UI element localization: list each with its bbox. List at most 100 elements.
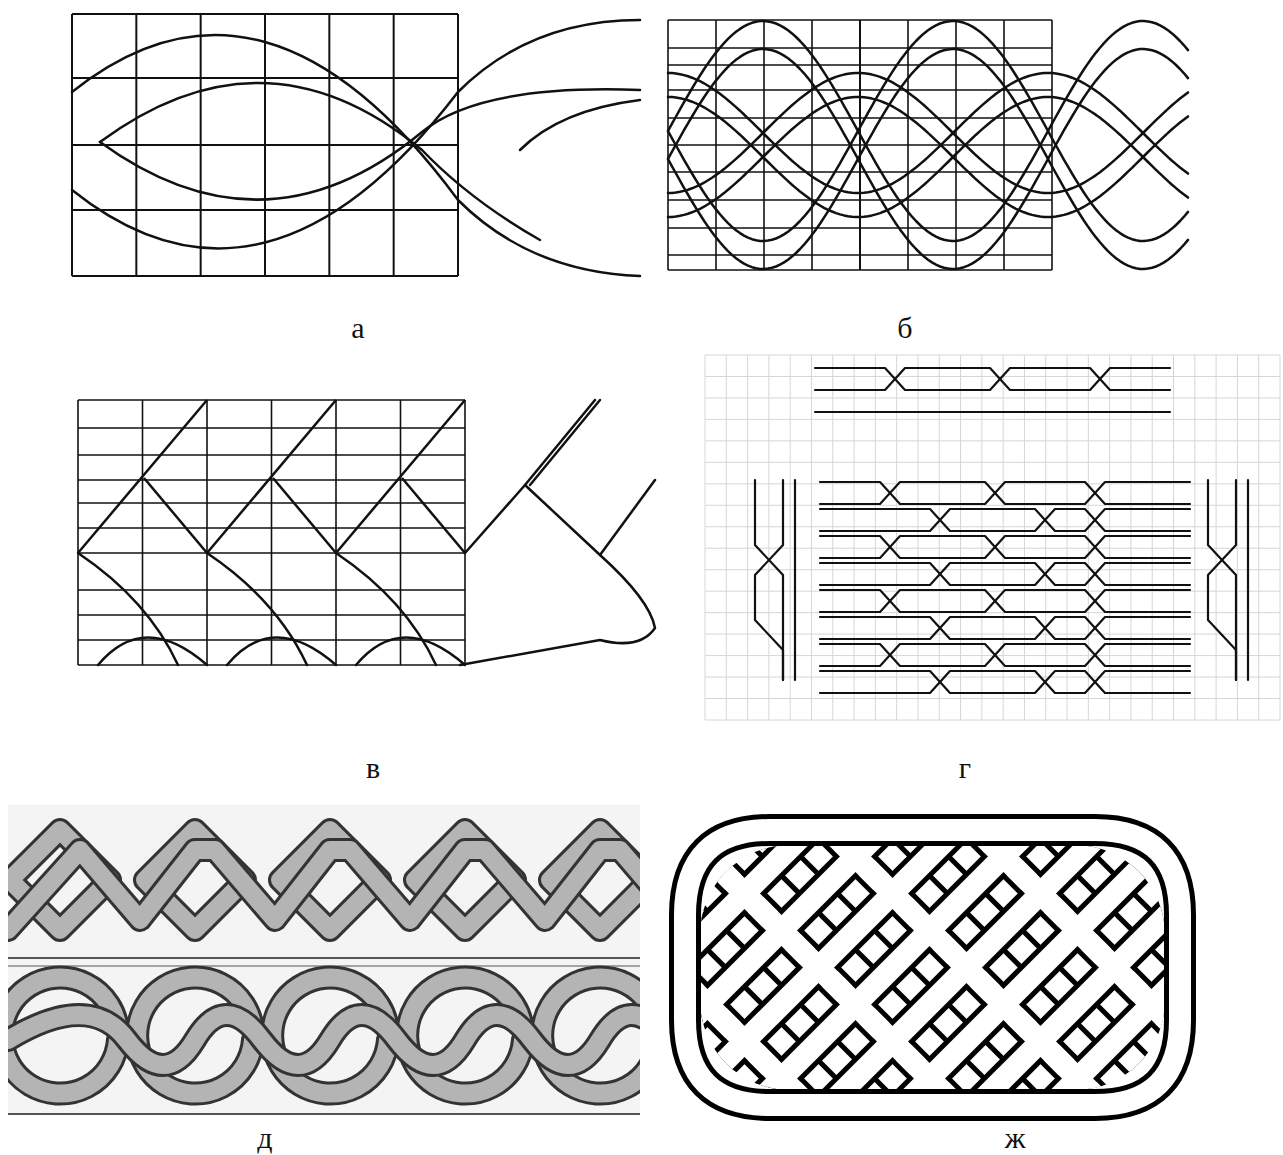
line bbox=[78, 479, 465, 481]
panel-letter: д bbox=[257, 1123, 272, 1153]
line bbox=[336, 400, 465, 553]
curve bbox=[820, 617, 1190, 639]
line bbox=[78, 527, 465, 529]
line bbox=[705, 440, 1280, 441]
line bbox=[335, 400, 337, 665]
curve bbox=[530, 400, 600, 485]
curve bbox=[72, 35, 640, 276]
line bbox=[1194, 355, 1195, 720]
line bbox=[705, 355, 706, 720]
curve bbox=[78, 553, 178, 665]
curve bbox=[820, 482, 1190, 504]
curve bbox=[820, 482, 1190, 504]
line bbox=[705, 612, 1280, 613]
curve bbox=[207, 553, 307, 665]
curve bbox=[336, 553, 436, 665]
curve bbox=[794, 480, 796, 680]
curve bbox=[700, 845, 971, 1090]
curve bbox=[100, 89, 640, 199]
band-strokes bbox=[8, 830, 640, 1094]
line bbox=[705, 462, 1280, 463]
line bbox=[705, 634, 1280, 635]
line bbox=[78, 614, 465, 616]
curve bbox=[685, 830, 1180, 1105]
curve bbox=[600, 480, 655, 555]
curve bbox=[820, 644, 1190, 666]
curve bbox=[465, 400, 595, 553]
line bbox=[705, 397, 1280, 398]
chevron-grid-v bbox=[78, 400, 655, 665]
curve bbox=[520, 100, 640, 150]
curve bbox=[844, 845, 1104, 1090]
line bbox=[896, 355, 897, 720]
line bbox=[8, 1113, 640, 1115]
curve bbox=[668, 49, 1188, 269]
curve bbox=[755, 480, 783, 680]
curve bbox=[356, 638, 465, 666]
carved-bands-d bbox=[2, 805, 735, 1115]
line bbox=[78, 664, 465, 666]
curve bbox=[8, 850, 640, 930]
line bbox=[77, 400, 79, 665]
panel-letter: в bbox=[366, 753, 380, 783]
curve bbox=[8, 1015, 640, 1065]
line bbox=[72, 77, 458, 79]
braid-grid-b bbox=[668, 20, 1188, 270]
line bbox=[705, 569, 1280, 570]
curve bbox=[700, 845, 956, 1090]
line bbox=[72, 275, 458, 277]
line bbox=[78, 552, 465, 554]
line bbox=[271, 400, 273, 665]
line bbox=[78, 399, 465, 401]
curve bbox=[820, 563, 1190, 585]
graph-paper-g bbox=[705, 355, 1280, 720]
panel-letter: ж bbox=[1005, 1123, 1026, 1153]
curve bbox=[820, 644, 1190, 666]
curve bbox=[992, 845, 1165, 1090]
line bbox=[705, 720, 1280, 721]
line bbox=[207, 400, 336, 553]
curve bbox=[815, 411, 1170, 413]
line bbox=[705, 355, 1280, 356]
curve bbox=[8, 850, 640, 930]
curve bbox=[700, 845, 971, 1090]
curve bbox=[98, 638, 207, 666]
line bbox=[273, 478, 336, 553]
line bbox=[464, 400, 466, 665]
panel-letter: б bbox=[897, 313, 912, 343]
line bbox=[859, 20, 861, 270]
curve bbox=[820, 590, 1190, 612]
line bbox=[206, 400, 208, 665]
curve bbox=[820, 536, 1190, 558]
line bbox=[78, 400, 207, 553]
line bbox=[768, 355, 769, 720]
curve bbox=[820, 671, 1190, 693]
line bbox=[705, 655, 1280, 656]
line bbox=[78, 589, 465, 591]
curve bbox=[460, 485, 655, 665]
line bbox=[1216, 355, 1217, 720]
line bbox=[78, 427, 465, 429]
curve bbox=[820, 509, 1190, 531]
panel-letter: г bbox=[959, 753, 971, 783]
curve bbox=[685, 830, 1180, 1105]
curve bbox=[820, 617, 1190, 639]
braid-grid-a bbox=[72, 14, 640, 276]
line bbox=[142, 400, 144, 665]
line bbox=[144, 478, 207, 553]
line bbox=[8, 957, 640, 959]
line bbox=[790, 355, 791, 720]
line bbox=[705, 677, 1280, 678]
curve bbox=[668, 73, 1188, 193]
line bbox=[747, 355, 748, 720]
curve bbox=[755, 480, 783, 680]
curve bbox=[820, 536, 1190, 558]
line bbox=[705, 376, 1280, 377]
curve bbox=[1208, 480, 1236, 680]
curve bbox=[700, 845, 808, 1090]
curve bbox=[820, 509, 1190, 531]
line bbox=[72, 144, 458, 146]
curve bbox=[227, 638, 336, 666]
line bbox=[72, 209, 458, 211]
